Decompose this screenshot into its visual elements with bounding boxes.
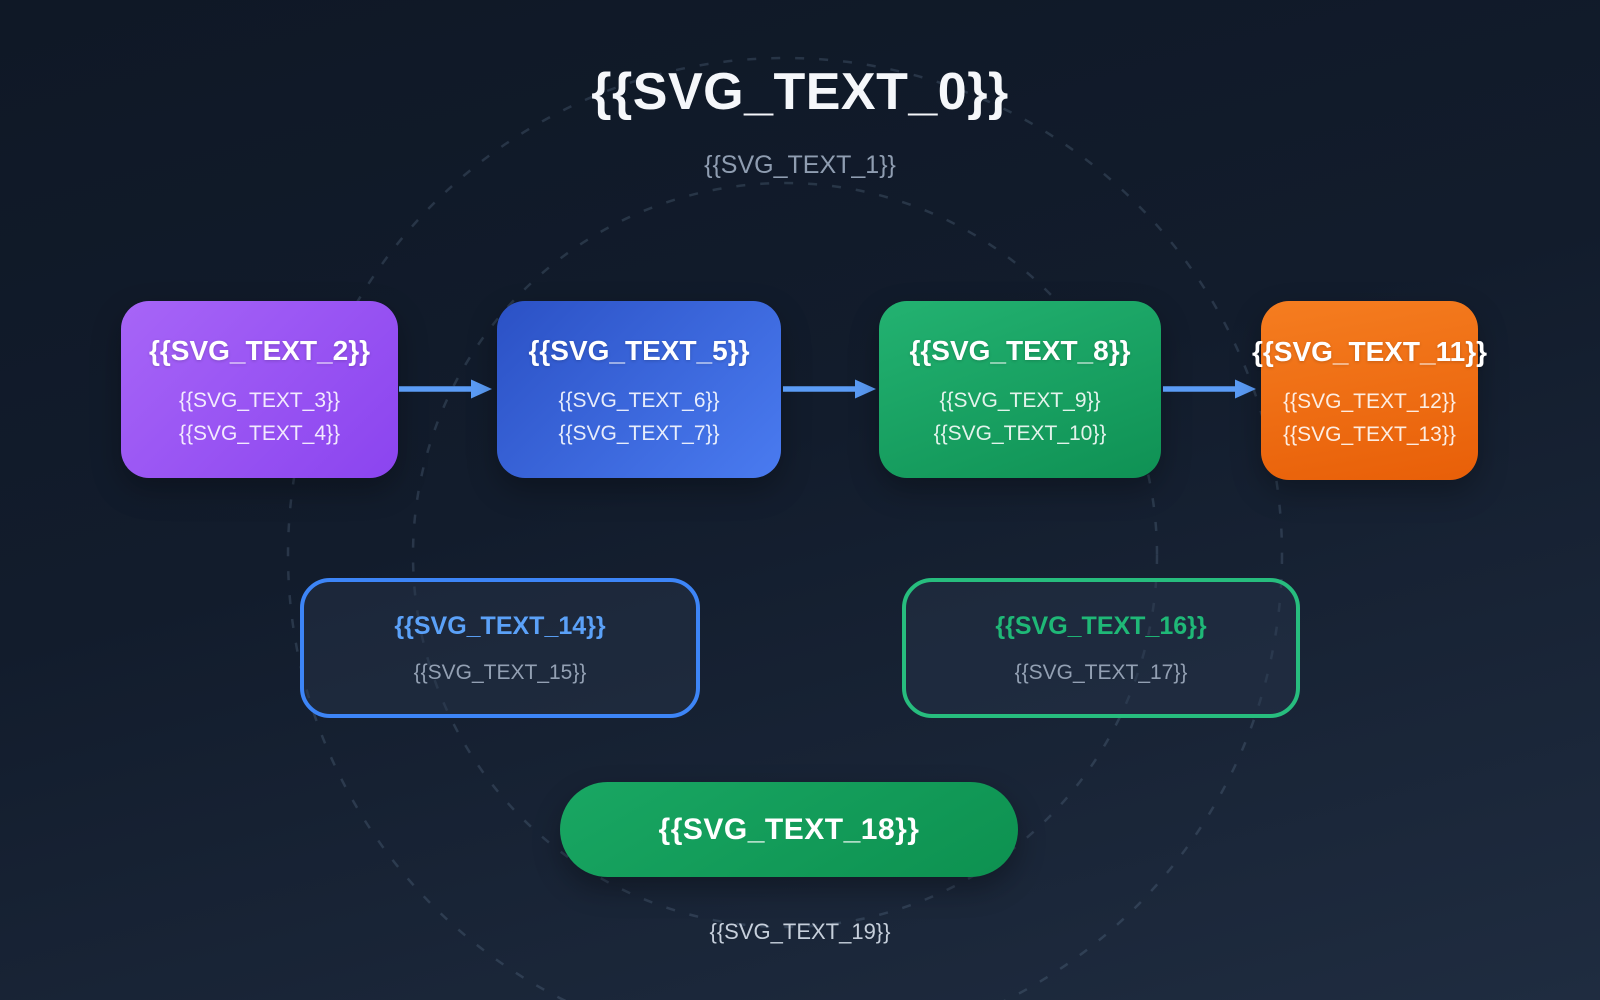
flow-node-4-line-1: {{SVG_TEXT_12}}	[1283, 390, 1456, 413]
flow-node-2-title: {{SVG_TEXT_5}}	[528, 335, 750, 366]
flow-node-3-line-1: {{SVG_TEXT_9}}	[939, 389, 1101, 412]
flow-arrow-2	[783, 379, 876, 399]
dashed-ring-inner	[411, 181, 1159, 929]
flow-node-3-line-2: {{SVG_TEXT_10}}	[933, 422, 1107, 445]
flow-node-1-title: {{SVG_TEXT_2}}	[149, 335, 370, 366]
flow-node-4-line-2: {{SVG_TEXT_13}}	[1283, 423, 1456, 446]
action-pill-label: {{SVG_TEXT_18}}	[658, 812, 920, 846]
flow-node-2-line-2: {{SVG_TEXT_7}}	[558, 422, 720, 445]
flow-node-3-title: {{SVG_TEXT_8}}	[909, 335, 1131, 366]
action-pill-button[interactable]: {{SVG_TEXT_18}}	[560, 782, 1018, 877]
info-card-green: {{SVG_TEXT_16}} {{SVG_TEXT_17}}	[902, 578, 1300, 718]
dashed-ring-outer	[286, 56, 1284, 1000]
info-card-blue-subtitle: {{SVG_TEXT_15}}	[413, 660, 587, 684]
flow-arrow-3	[1163, 379, 1256, 399]
page-title: {{SVG_TEXT_0}}	[591, 63, 1009, 121]
flow-node-1-line-2: {{SVG_TEXT_4}}	[178, 422, 341, 445]
flow-node-1: {{SVG_TEXT_2}} {{SVG_TEXT_3}} {{SVG_TEXT…	[121, 301, 398, 478]
info-card-green-subtitle: {{SVG_TEXT_17}}	[1014, 660, 1188, 684]
flow-node-2-line-1: {{SVG_TEXT_6}}	[558, 389, 720, 412]
flow-node-4-title: {{SVG_TEXT_11}}	[1251, 336, 1488, 367]
page-subtitle: {{SVG_TEXT_1}}	[704, 151, 896, 179]
info-card-blue: {{SVG_TEXT_14}} {{SVG_TEXT_15}}	[300, 578, 700, 718]
info-card-green-title: {{SVG_TEXT_16}}	[995, 611, 1207, 640]
flow-node-2: {{SVG_TEXT_5}} {{SVG_TEXT_6}} {{SVG_TEXT…	[497, 301, 781, 478]
flow-node-3: {{SVG_TEXT_8}} {{SVG_TEXT_9}} {{SVG_TEXT…	[879, 301, 1161, 478]
info-card-blue-title: {{SVG_TEXT_14}}	[394, 611, 606, 640]
flow-arrow-1	[399, 379, 492, 399]
flow-node-4: {{SVG_TEXT_11}} {{SVG_TEXT_12}} {{SVG_TE…	[1252, 301, 1487, 480]
footer-caption: {{SVG_TEXT_19}}	[709, 919, 891, 944]
flow-node-1-line-1: {{SVG_TEXT_3}}	[178, 389, 341, 412]
